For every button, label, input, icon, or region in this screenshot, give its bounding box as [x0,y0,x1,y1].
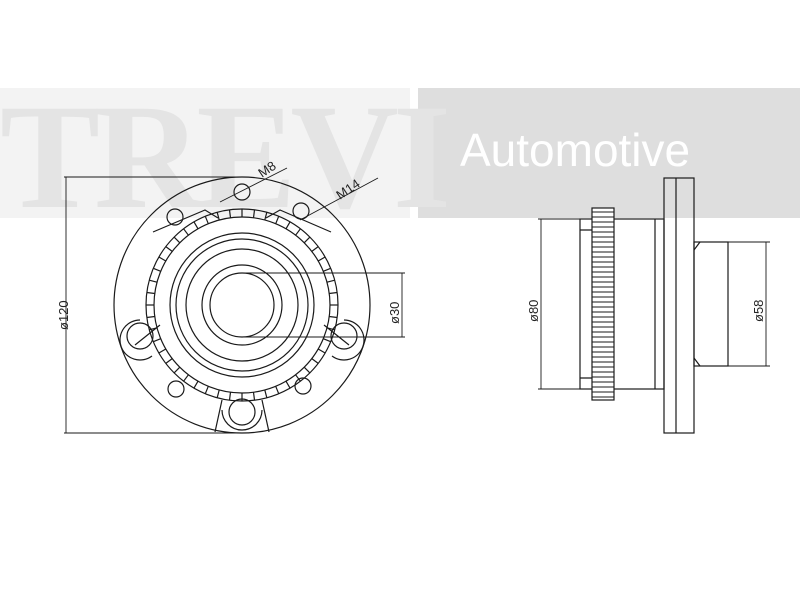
abs-tooth [323,267,331,272]
abs-tooth [158,348,167,354]
abs-tooth [228,392,232,401]
m14-leader [299,177,379,221]
m8-leader [219,167,288,203]
abs-tooth [173,236,181,244]
abs-tooth [285,380,291,389]
abs-tooth [311,358,319,364]
m8-hole [166,208,184,226]
bolt-m14-label: M14 [333,176,362,203]
abs-teeth [146,209,338,401]
m8-hole [167,380,185,398]
watermark-right-band [418,88,800,218]
abs-tooth [252,392,256,401]
abs-tooth [275,386,280,394]
dim-right-label: ø58 [751,300,766,322]
abs-tooth [295,228,301,236]
abs-tooth [204,216,209,224]
watermark-brand-logo: TREVI [0,74,451,240]
abs-tooth [193,221,199,230]
abs-tooth [204,386,209,394]
side-view [538,177,770,434]
abs-tooth [329,315,338,319]
abs-tooth [228,209,232,218]
dim-80-lines [538,218,580,390]
hub-body [579,218,665,390]
abs-tooth [264,212,268,221]
dim-120-lines [64,176,240,434]
m8-hole [294,377,312,395]
abs-tooth [146,315,155,319]
flange-outer-circle [113,176,371,434]
front-view [64,167,405,434]
abs-tooth [264,389,268,398]
abs-tooth [149,279,158,283]
dim-left-label: ø80 [526,300,541,322]
abs-tooth [165,246,173,252]
m14-hole-right [330,319,365,361]
abs-tooth [173,366,181,374]
abs-tooth [295,374,301,382]
center-bore [209,272,275,338]
abs-tooth [216,389,220,398]
m14-hole-bottom [221,398,263,431]
hub-ring-3 [185,248,299,362]
abs-tooth [329,291,338,295]
abs-tooth [153,338,161,343]
abs-tooth [165,358,173,364]
abs-tooth [183,228,189,236]
abs-tooth [158,256,167,262]
abs-tooth [317,256,326,262]
watermark-left-band [0,88,410,218]
abs-tooth [285,221,291,230]
abs-side-teeth [592,211,614,398]
bolt-m8-label: M8 [255,158,278,181]
abs-tooth [153,267,161,272]
dim-30-lines [242,272,405,338]
abs-tooth [252,209,256,218]
dim-58-lines [728,241,770,367]
watermark-subtitle: Automotive [460,124,691,176]
abs-tooth [303,236,311,244]
hub-ring-1 [169,232,315,378]
hub-spigot [693,241,729,367]
abs-ring-inner [153,216,331,394]
abs-tooth [323,338,331,343]
dim-bore-label: ø30 [387,302,402,324]
dim-outer-label: ø120 [56,300,71,330]
abs-tooth [183,374,189,382]
abs-tooth [275,216,280,224]
abs-tooth [303,366,311,374]
abs-tooth [216,212,220,221]
spigot-chamfer [693,241,701,367]
hub-ring-2 [175,238,309,372]
flange-plate [663,177,695,434]
hub-ring-4 [201,264,283,346]
abs-tooth [193,380,199,389]
abs-tooth [317,348,326,354]
abs-tooth [326,279,335,283]
abs-tooth [311,246,319,252]
m14-hole-left [119,319,154,361]
abs-tooth [146,291,155,295]
m8-hole [233,183,251,201]
hub-body-step [580,219,656,389]
flange-spokes [134,209,350,433]
